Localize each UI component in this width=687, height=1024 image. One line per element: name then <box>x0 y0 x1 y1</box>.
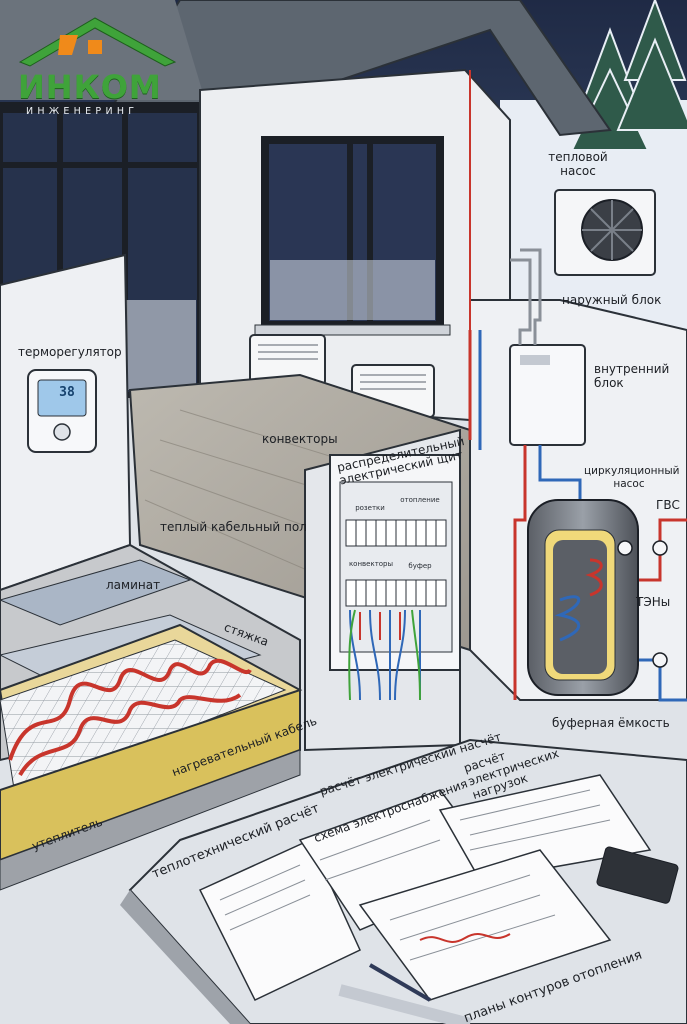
logo-subtitle: ИНЖЕНЕРИНГ <box>26 106 139 117</box>
logo-wordmark: ИНКОМ <box>18 68 162 106</box>
label-indoor-unit: внутренний блок <box>594 362 670 390</box>
heat-pump-indoor-unit <box>509 344 586 446</box>
label-dhw: ГВС <box>656 498 680 512</box>
label-laminate: ламинат <box>106 578 161 592</box>
label-heaters: ТЭНы <box>636 595 671 609</box>
label-convectors: конвекторы <box>262 432 338 446</box>
heating-cable-loops <box>8 658 252 777</box>
label-circulation-pump: циркуляционный насос <box>584 465 680 490</box>
design-documents <box>198 774 652 1001</box>
thermostat-display: 38 <box>59 385 75 400</box>
mesh-layer <box>0 639 287 796</box>
label-outdoor-unit: наружный блок <box>562 293 662 307</box>
pipes <box>468 70 687 702</box>
calculator <box>596 846 679 904</box>
label-heat-pump: тепловой насос <box>548 150 608 178</box>
panel-label-convectors: конвекторы <box>348 560 394 568</box>
label-thermoregulator: терморегулятор <box>18 345 122 359</box>
pen <box>368 963 432 1002</box>
label-cable-floor: теплый кабельный пол <box>160 520 307 534</box>
ruler <box>338 984 472 1024</box>
house-roof-logo-icon <box>18 17 177 67</box>
panel-label-buffer: буфер <box>408 562 432 570</box>
label-buffer-tank: буферная ёмкость <box>552 716 670 730</box>
panel-label-heating: отопление <box>400 496 440 504</box>
circuit-breakers <box>345 519 447 607</box>
panel-label-sockets: розетки <box>355 504 385 512</box>
